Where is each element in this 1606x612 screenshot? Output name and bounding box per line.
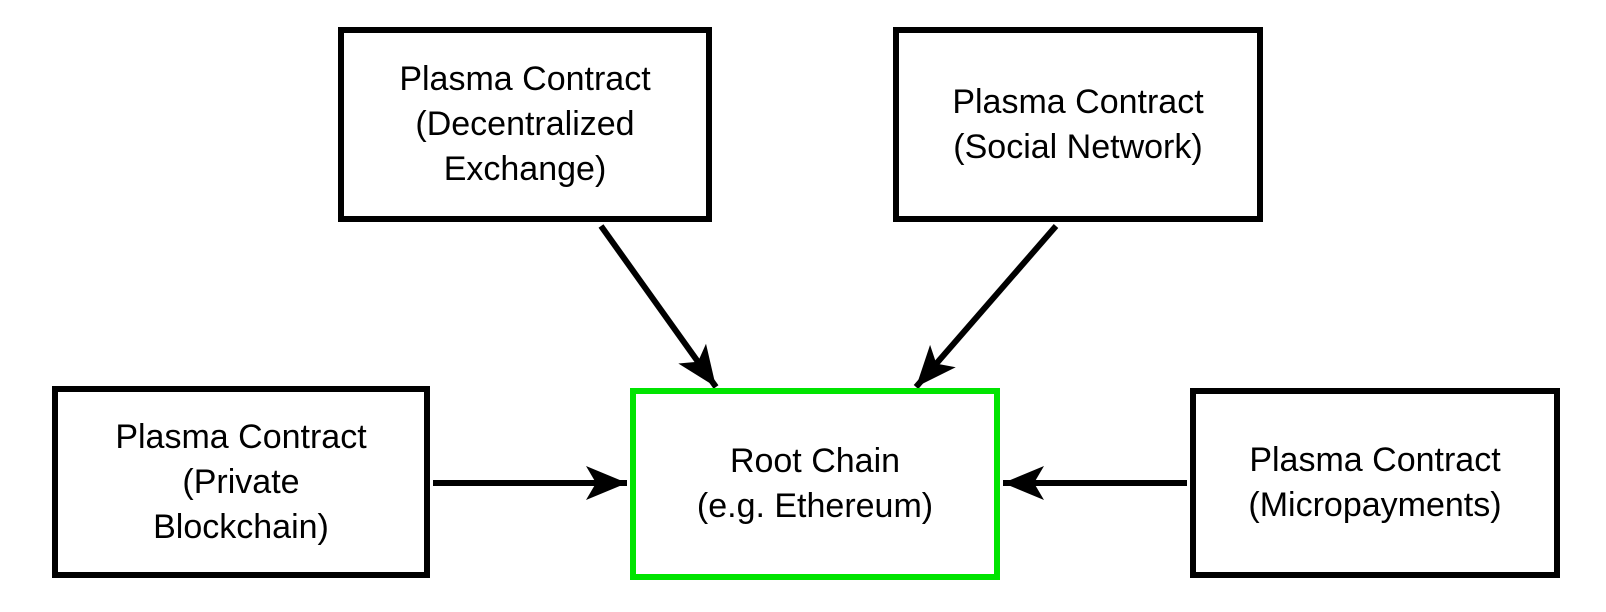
node-root-chain: Root Chain (e.g. Ethereum): [630, 388, 1000, 580]
node-plasma-contract-decentralized-exchange: Plasma Contract (Decentralized Exchange): [338, 27, 712, 222]
node-plasma-contract-micropayments: Plasma Contract (Micropayments): [1190, 388, 1560, 578]
node-label-root-chain: Root Chain (e.g. Ethereum): [696, 442, 934, 525]
node-label-social-network: Plasma Contract (Social Network): [952, 82, 1204, 166]
node-label-decentralized-exchange: Plasma Contract (Decentralized Exchange): [399, 60, 651, 188]
node-plasma-contract-social-network: Plasma Contract (Social Network): [893, 27, 1263, 222]
arrow-dex-to-root: [598, 224, 719, 389]
arrow-social-to-root: [913, 224, 1059, 389]
node-label-private-blockchain: Plasma Contract (Private Blockchain): [115, 417, 367, 546]
node-plasma-contract-private-blockchain: Plasma Contract (Private Blockchain): [52, 386, 430, 578]
node-label-micropayments: Plasma Contract (Micropayments): [1248, 441, 1502, 524]
